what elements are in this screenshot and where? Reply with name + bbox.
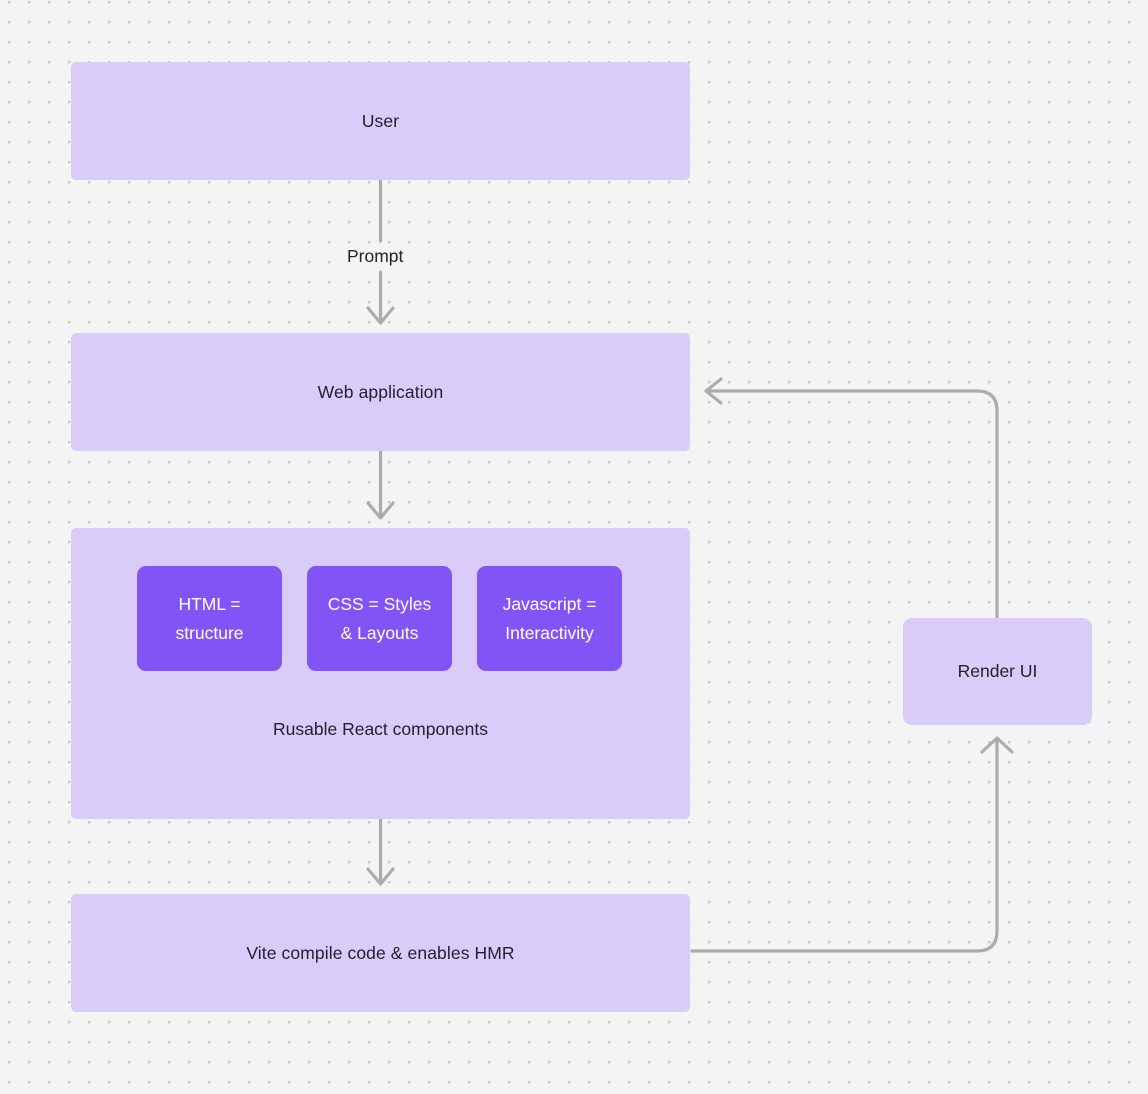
chip-html-label: HTML = structure [175,594,244,643]
chip-css[interactable]: CSS = Styles & Layouts [307,566,452,671]
edge-vite-to-render [690,736,1014,953]
edge-components-to-vite [366,818,395,886]
edge-render-to-web [704,377,999,619]
edge-label-prompt: Prompt [340,245,411,269]
chip-html[interactable]: HTML = structure [137,566,282,671]
edge-web-to-components [366,450,395,520]
node-web-application-label: Web application [317,381,444,402]
node-user-label: User [361,110,400,131]
node-user[interactable]: User [71,62,690,180]
node-components-group[interactable]: HTML = structure CSS = Styles & Layouts … [71,528,690,819]
node-render-ui[interactable]: Render UI [903,618,1092,725]
components-group-caption: Rusable React components [273,719,488,739]
node-render-ui-label: Render UI [957,661,1038,681]
node-web-application[interactable]: Web application [71,333,690,451]
node-vite[interactable]: Vite compile code & enables HMR [71,894,690,1012]
chip-javascript-label: Javascript = Interactivity [502,594,597,643]
node-vite-label: Vite compile code & enables HMR [246,942,515,963]
chip-javascript[interactable]: Javascript = Interactivity [477,566,622,671]
chip-css-label: CSS = Styles & Layouts [327,594,432,643]
